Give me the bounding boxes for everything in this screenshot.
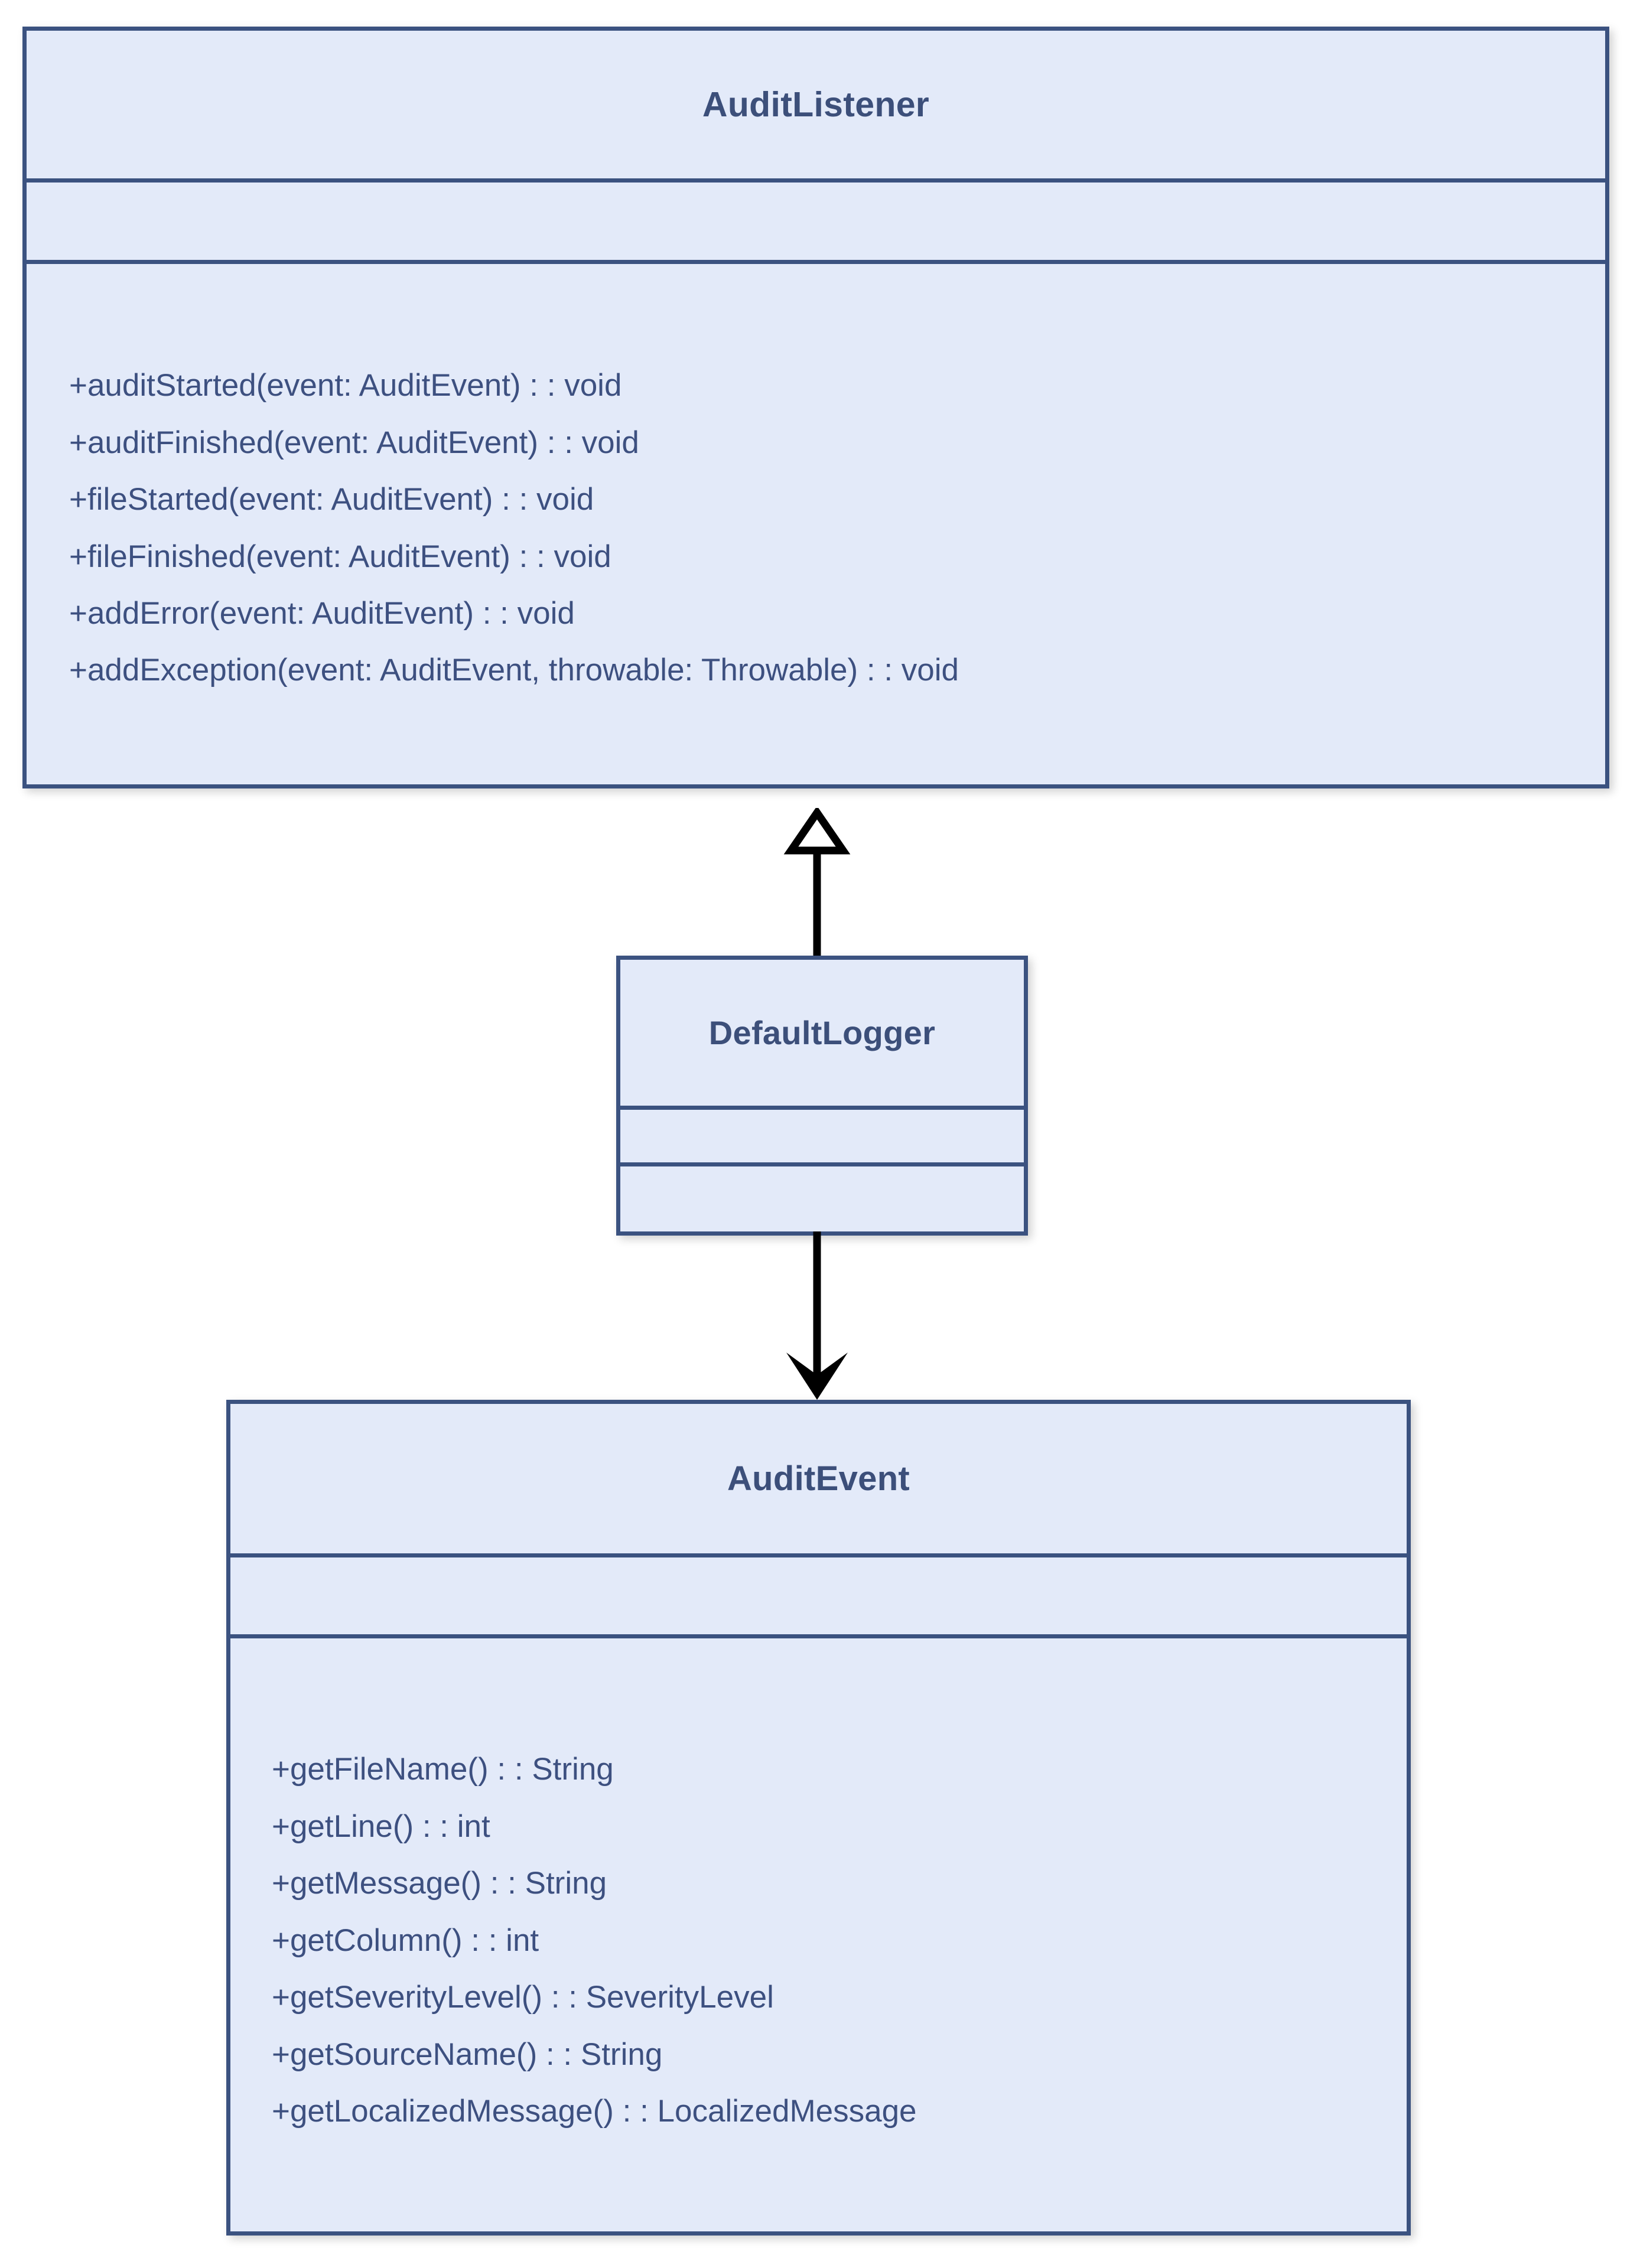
class-name-audit-listener: AuditListener (27, 31, 1605, 183)
methods-compartment-audit-event: +getFileName() : : String +getLine() : :… (230, 1638, 1407, 2231)
method-item: +fileStarted(event: AuditEvent) : : void (69, 482, 594, 517)
method-item: +getLine() : : int (272, 1808, 490, 1844)
methods-compartment-audit-listener: +auditStarted(event: AuditEvent) : : voi… (27, 264, 1605, 784)
solid-arrowhead-icon (786, 1353, 848, 1400)
method-item: +getFileName() : : String (272, 1752, 614, 1787)
method-item: +auditFinished(event: AuditEvent) : : vo… (69, 425, 639, 460)
class-box-audit-event[interactable]: AuditEvent +getFileName() : : String +ge… (226, 1400, 1411, 2236)
method-item: +getSourceName() : : String (272, 2036, 663, 2072)
method-item: +getSeverityLevel() : : SeverityLevel (272, 1980, 774, 2015)
methods-compartment-default-logger (620, 1166, 1024, 1231)
method-item: +getMessage() : : String (272, 1866, 607, 1901)
method-item: +getLocalizedMessage() : : LocalizedMess… (272, 2094, 917, 2129)
hollow-triangle-arrowhead-icon (783, 808, 851, 855)
method-item: +auditStarted(event: AuditEvent) : : voi… (69, 368, 622, 403)
class-name-default-logger: DefaultLogger (620, 960, 1024, 1110)
attributes-compartment-audit-event (230, 1557, 1407, 1638)
class-box-audit-listener[interactable]: AuditListener +auditStarted(event: Audit… (22, 27, 1609, 788)
class-box-default-logger[interactable]: DefaultLogger (616, 956, 1028, 1236)
generalization-arrow-to-audit-listener (783, 808, 851, 964)
method-item: +addException(event: AuditEvent, throwab… (69, 653, 959, 688)
method-item: +getColumn() : : int (272, 1922, 539, 1958)
attributes-compartment-audit-listener (27, 183, 1605, 264)
dependency-arrow-to-audit-event (786, 1231, 848, 1400)
method-item: +addError(event: AuditEvent) : : void (69, 595, 575, 631)
class-name-audit-event: AuditEvent (230, 1404, 1407, 1557)
method-item: +fileFinished(event: AuditEvent) : : voi… (69, 539, 611, 574)
attributes-compartment-default-logger (620, 1110, 1024, 1166)
